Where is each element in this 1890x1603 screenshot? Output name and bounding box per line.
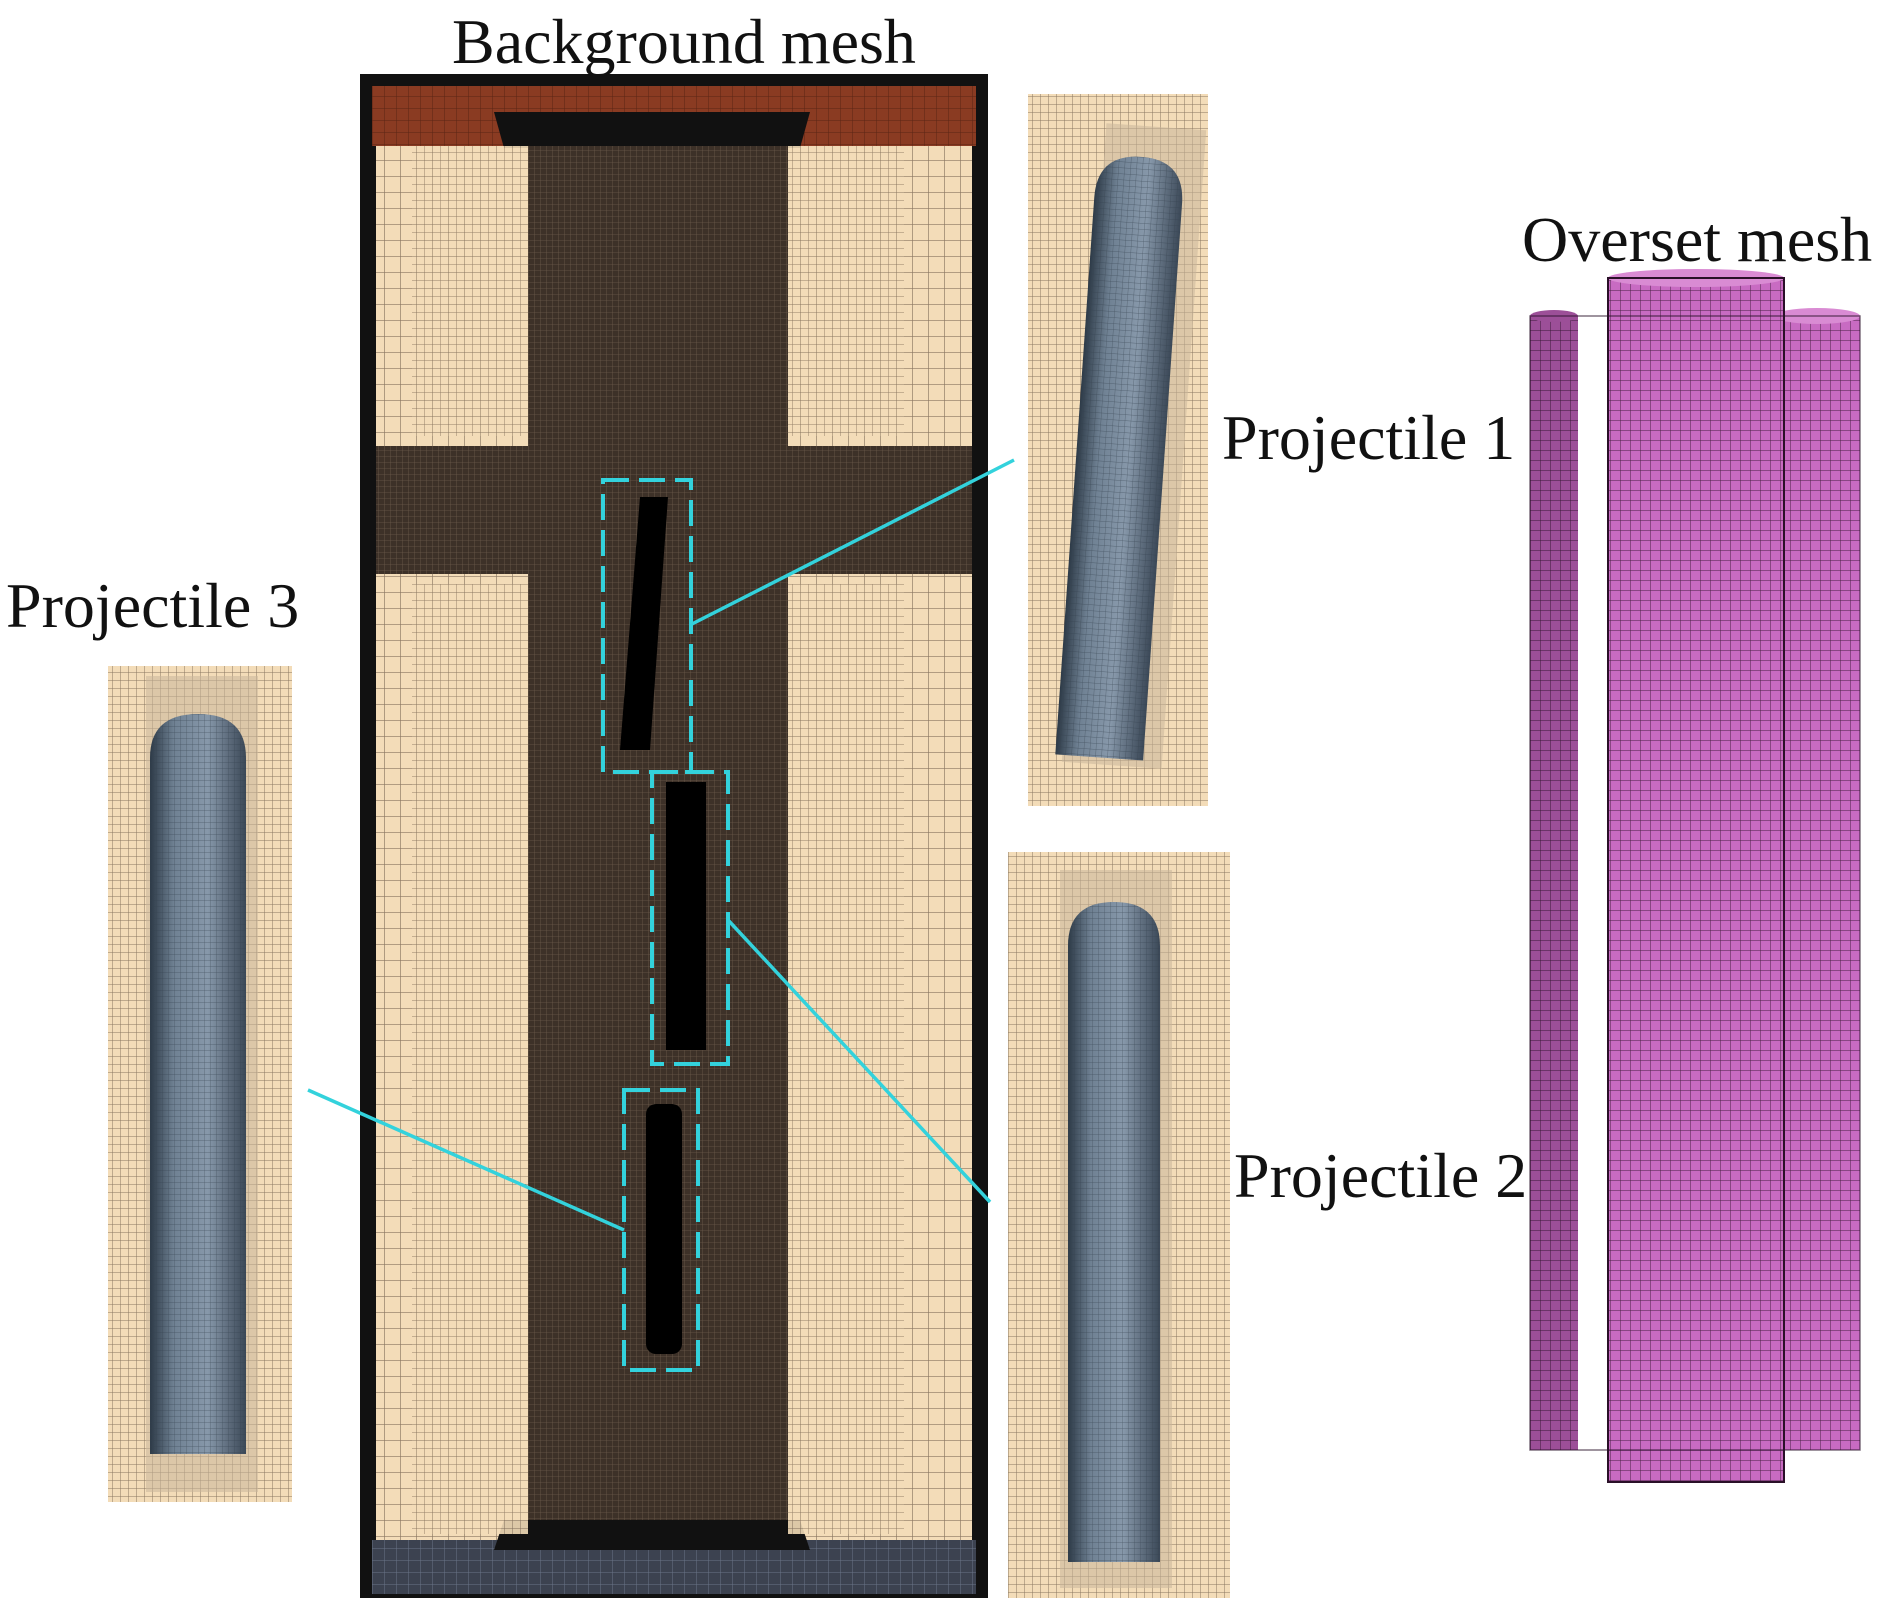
background-mesh-bottom-block	[494, 1520, 810, 1550]
background-mesh-transition-lower-right	[788, 584, 904, 1534]
callout-box-projectile-2	[650, 770, 730, 1066]
projectile-2-label: Projectile 2	[1234, 1140, 1528, 1211]
leader-line-projectile-1	[691, 458, 1015, 626]
callout-box-projectile-3	[622, 1088, 700, 1372]
projectile-1-panel	[1028, 94, 1208, 806]
background-mesh-transition-upper-right	[788, 146, 904, 436]
projectile-2-panel	[1008, 852, 1230, 1598]
projectile-2-surface-mesh	[1068, 902, 1160, 1562]
projectile-1-body-group	[1055, 156, 1183, 761]
background-mesh-label: Background mesh	[452, 6, 916, 77]
leader-line-projectile-3	[307, 1088, 625, 1232]
leader-line-projectile-2	[726, 918, 992, 1204]
overset-mesh-label: Overset mesh	[1522, 204, 1873, 275]
embedded-projectile-3	[646, 1104, 682, 1354]
projectile-3-surface-mesh	[150, 714, 246, 1454]
overset-mesh	[1529, 269, 1861, 1483]
embedded-projectile-1	[620, 497, 668, 750]
background-mesh-transition-upper-left	[412, 146, 528, 436]
callout-box-projectile-1	[601, 478, 693, 774]
background-mesh-refined-band	[376, 446, 972, 574]
projectile-1-label: Projectile 1	[1222, 402, 1516, 473]
projectile-3-label: Projectile 3	[6, 570, 300, 641]
background-mesh-transition-lower-left	[412, 584, 528, 1534]
background-mesh-top-block	[494, 112, 810, 148]
projectile-3-panel	[108, 666, 292, 1502]
overset-mesh-left-cylinder	[1530, 316, 1578, 1450]
background-mesh	[360, 74, 988, 1603]
overset-mesh-outline	[1529, 315, 1861, 1451]
overset-mesh-center-outline	[1607, 277, 1785, 1483]
embedded-projectile-2	[666, 782, 706, 1050]
overset-mesh-right-cylinder	[1774, 316, 1860, 1450]
projectile-1-surface-mesh	[1055, 156, 1183, 761]
overset-mesh-center-cylinder	[1608, 278, 1784, 1482]
